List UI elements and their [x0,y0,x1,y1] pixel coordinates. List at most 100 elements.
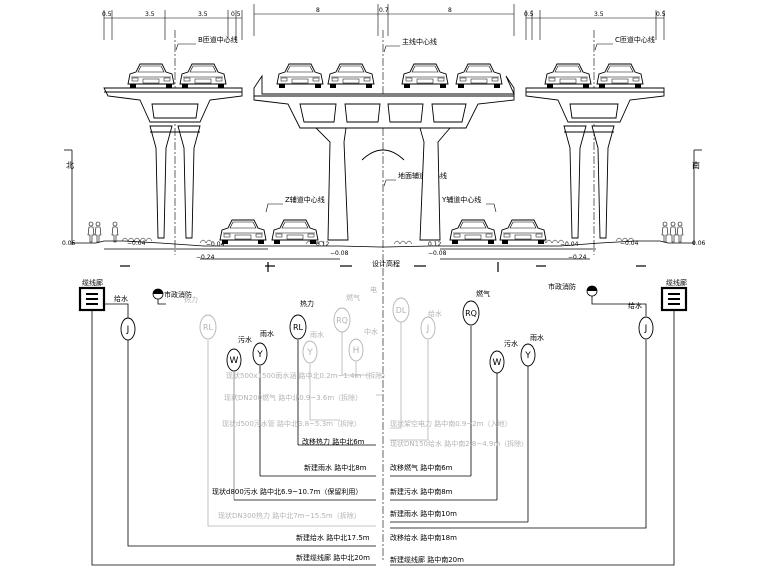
south-label: 南 [692,160,700,170]
svg-text:J: J [426,324,430,334]
dim-top-right-0: 0.5 [524,11,534,18]
sewage-w-icon-right: W [489,350,505,374]
label-reroute-heat-north-6m: 改移热力 路中北6m [302,437,365,446]
dim-top-left-2: 3.5 [198,11,208,18]
label-new-water-north-17-5m: 新建给水 路中北17.5m [296,533,370,542]
fire-hydrant-left-icon [152,288,164,300]
c-ramp-centerline-label: C匝道中心线 [615,35,655,44]
cable-tunnel-label-left: 缆线廊 [82,278,103,287]
faint-label-5: 现状DN150给水 路中南2.8~4.9m（拆除） [390,439,528,448]
slope-m2: −0.08 [330,250,349,257]
sewage-label-left: 污水 [238,335,252,344]
gas-label-faint: 燃气 [346,293,360,302]
b-ramp-centerline-label: B匝道中心线 [198,35,238,44]
slope-l3: −0.24 [196,254,215,261]
cable-tunnel-label-right: 缆线廊 [666,278,687,287]
fire-hydrant-label-right: 市政消防 [548,282,576,291]
heat-rl-icon: RL [289,314,307,340]
svg-text:Y: Y [524,351,531,361]
dim-top-mid-0: 8 [316,7,320,14]
y-aux-centerline-label: Y辅道中心线 [441,195,481,204]
rain-y-icon-right: Y [520,343,536,367]
dim-top-right-1: 3.5 [594,11,604,18]
water-label-faint: 给水 [428,309,442,318]
svg-text:Y: Y [306,348,313,358]
rain-label-right: 雨水 [530,333,544,342]
fire-hydrant-right-icon [586,285,598,297]
faint-label-2: 现状DN200燃气 路中北0.9~3.6m（拆除） [224,393,362,402]
water-j-faint-icon: J [420,316,436,340]
svg-text:J: J [644,324,648,334]
north-label: 北 [66,161,74,170]
label-new-cable-tunnel-north-20m: 新建缆线廊 路中北20m [296,553,370,562]
svg-text:J: J [126,325,130,335]
svg-text:H: H [353,346,360,356]
dim-top-mid-1: 0.7 [379,7,389,14]
faint-label-6: 现状DN300热力 路中北7m~15.5m（拆除） [218,511,361,520]
cable-tunnel-left [78,286,106,312]
gas-rq-faint-icon: RQ [333,307,351,333]
svg-text:RL: RL [293,323,304,332]
label-reroute-gas-south-6m: 改移燃气 路中南6m [390,463,453,472]
bridge-deck-right [525,87,665,123]
deck-cars [127,63,644,89]
label-reroute-water-south-18m: 改移给水 路中南18m [390,533,457,542]
z-aux-centerline-label: Z辅道中心线 [285,195,325,204]
electric-dl-faint-icon: DL [392,297,410,323]
water-supply-j-icon-left: J [120,317,136,341]
rain-y-icon-left: Y [252,342,268,366]
svg-text:RL: RL [203,323,214,332]
fire-hydrant-label-left: 市政消防 [164,290,192,299]
slope-l2: −0.04 [206,241,225,248]
svg-text:W: W [230,356,239,366]
label-new-rain-south-10m: 新建雨水 路中南10m [390,509,457,518]
gas-rq-icon: RQ [462,300,480,326]
piers [149,125,615,241]
shrubs [121,237,635,245]
dim-top-left-0: 0.5 [102,11,112,18]
leader-lines [91,296,675,566]
dim-top-left-1: 3.5 [145,11,155,18]
reclaimed-label-faint: 中水 [364,327,378,336]
sewage-label-right: 污水 [504,339,518,348]
dim-top-right-2: 0.5 [656,11,666,18]
slope-m1: 0.12 [316,241,330,248]
sewage-w-icon-left: W [226,348,242,372]
svg-text:DL: DL [396,306,407,315]
slope-r1: −0.24 [568,254,587,261]
slope-left-edge: 0.06 [62,240,76,247]
label-new-sewage-south-8m: 新建污水 路中南8m [390,487,453,496]
dim-top-mid-2: 8 [448,7,452,14]
heat-label-faint: 热力 [184,295,198,304]
faint-label-3: 现状d500污水管 路中北3.8~5.3m（拆除） [222,419,361,428]
gas-label: 燃气 [476,289,490,298]
slope-r3: −0.04 [620,240,639,247]
slope-l1: −0.04 [127,240,146,247]
label-new-rain-north-8m: 新建雨水 路中北8m [304,463,367,472]
slope-m4: 0.12 [428,241,442,248]
pipe-symbols: J J RL RL W Y Y RQ [120,297,654,374]
slope-right-edge: 0.06 [692,240,706,247]
ground-marks [120,262,646,272]
svg-text:RQ: RQ [336,316,348,325]
faint-leader-lines [207,322,429,527]
rain-y-faint-icon: Y [302,340,318,364]
dim-top-left-3: 0.5 [231,11,241,18]
svg-text:W: W [493,358,502,368]
design-elevation-label: 设计高程 [372,259,400,268]
reclaimed-h-faint-icon: H [348,338,364,362]
slope-r2: −0.04 [560,241,579,248]
water-supply-label-left: 给水 [114,294,128,303]
label-existing-sewage-north: 现状d800污水 路中北6.9~10.7m（保留利用） [212,487,362,496]
electric-label-faint: 电 [370,285,377,294]
ground-line [64,149,702,260]
dimension-lines-top [103,4,665,40]
main-centerline-label: 主线中心线 [402,37,437,46]
svg-text:RQ: RQ [465,309,477,318]
heat-label: 热力 [300,299,314,308]
label-new-cable-tunnel-south-20m: 新建缆线廊 路中南20m [390,555,464,564]
faint-label-4: 现状架空电力 路中南0.9~2m（入地） [390,419,512,428]
heat-rl-faint-icon: RL [199,314,217,340]
cable-tunnel-right [660,286,688,312]
